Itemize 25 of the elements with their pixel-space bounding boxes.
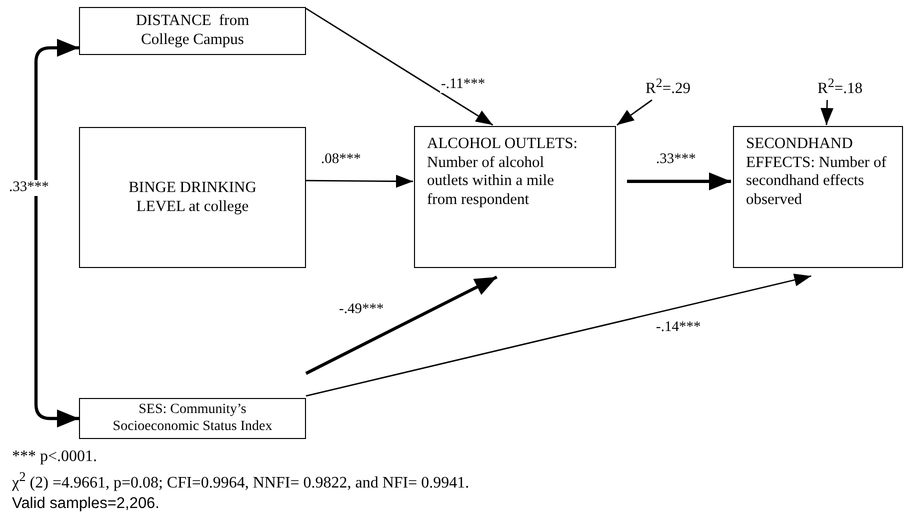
edge-label: -.11***: [440, 77, 486, 93]
note-text: Valid samples=2,206.: [12, 495, 160, 512]
box-text: ALCOHOL OUTLETS: Number of alcohol outlets within a mile from respondent: [427, 135, 579, 210]
arrow: [306, 8, 494, 126]
process-box: [414, 126, 616, 268]
r-squared-label: R$^{2}$=.29: [644, 75, 692, 99]
box-text: BINGE DRINKING LEVEL at college: [128, 178, 258, 216]
arrow: [305, 276, 498, 375]
arrow: [306, 274, 812, 397]
arrow: [820, 100, 834, 126]
process-box: [79, 127, 306, 268]
arrow: [34, 38, 79, 428]
note-text: χ$^{2}$ (2) =4.9661, p=0.08; CFI=0.9964, NNFI= 0.9822, and NFI= 0.9941.: [12, 470, 470, 492]
arrow: [306, 174, 413, 188]
process-box: [79, 398, 306, 439]
edge-label: .33***: [8, 180, 50, 196]
process-box: [733, 126, 903, 268]
box-text: SES: Community’s Socioeconomic Status Index: [112, 402, 274, 435]
note-text: *** p<.0001.: [12, 448, 98, 466]
arrow: [616, 99, 652, 126]
process-box: [79, 7, 306, 55]
box-text: SECONDHAND EFFECTS: Number of secondhand effects observed: [746, 135, 888, 210]
arrow: [627, 172, 731, 190]
r-squared-label: R$^{2}$=.18: [816, 75, 864, 99]
box-text: DISTANCE from College Campus: [134, 12, 250, 50]
